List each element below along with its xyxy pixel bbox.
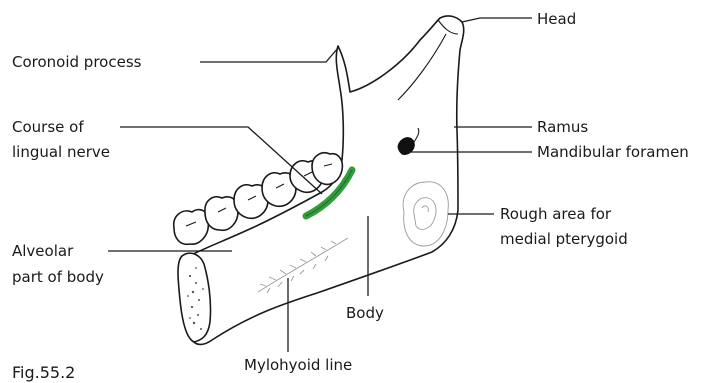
figure-caption: Fig.55.2 [12, 363, 75, 382]
label-mandibular-foramen: Mandibular foramen [537, 143, 689, 161]
leader-head [462, 18, 532, 22]
label-lingual-nerve: lingual nerve [12, 143, 110, 161]
label-coronoid-process: Coronoid process [12, 53, 142, 71]
label-ramus: Ramus [537, 118, 588, 136]
label-alveolar: Alveolar [12, 242, 74, 260]
label-body: Body [346, 304, 384, 322]
label-rough-area-line2: medial pterygoid [500, 230, 628, 248]
label-head: Head [537, 10, 576, 28]
leader-coronoid [200, 48, 338, 62]
label-mylohyoid-line: Mylohyoid line [244, 356, 352, 374]
label-rough-area-line1: Rough area for [500, 205, 612, 223]
label-part-of-body: part of body [12, 268, 104, 286]
label-course-of: Course of [12, 118, 84, 136]
